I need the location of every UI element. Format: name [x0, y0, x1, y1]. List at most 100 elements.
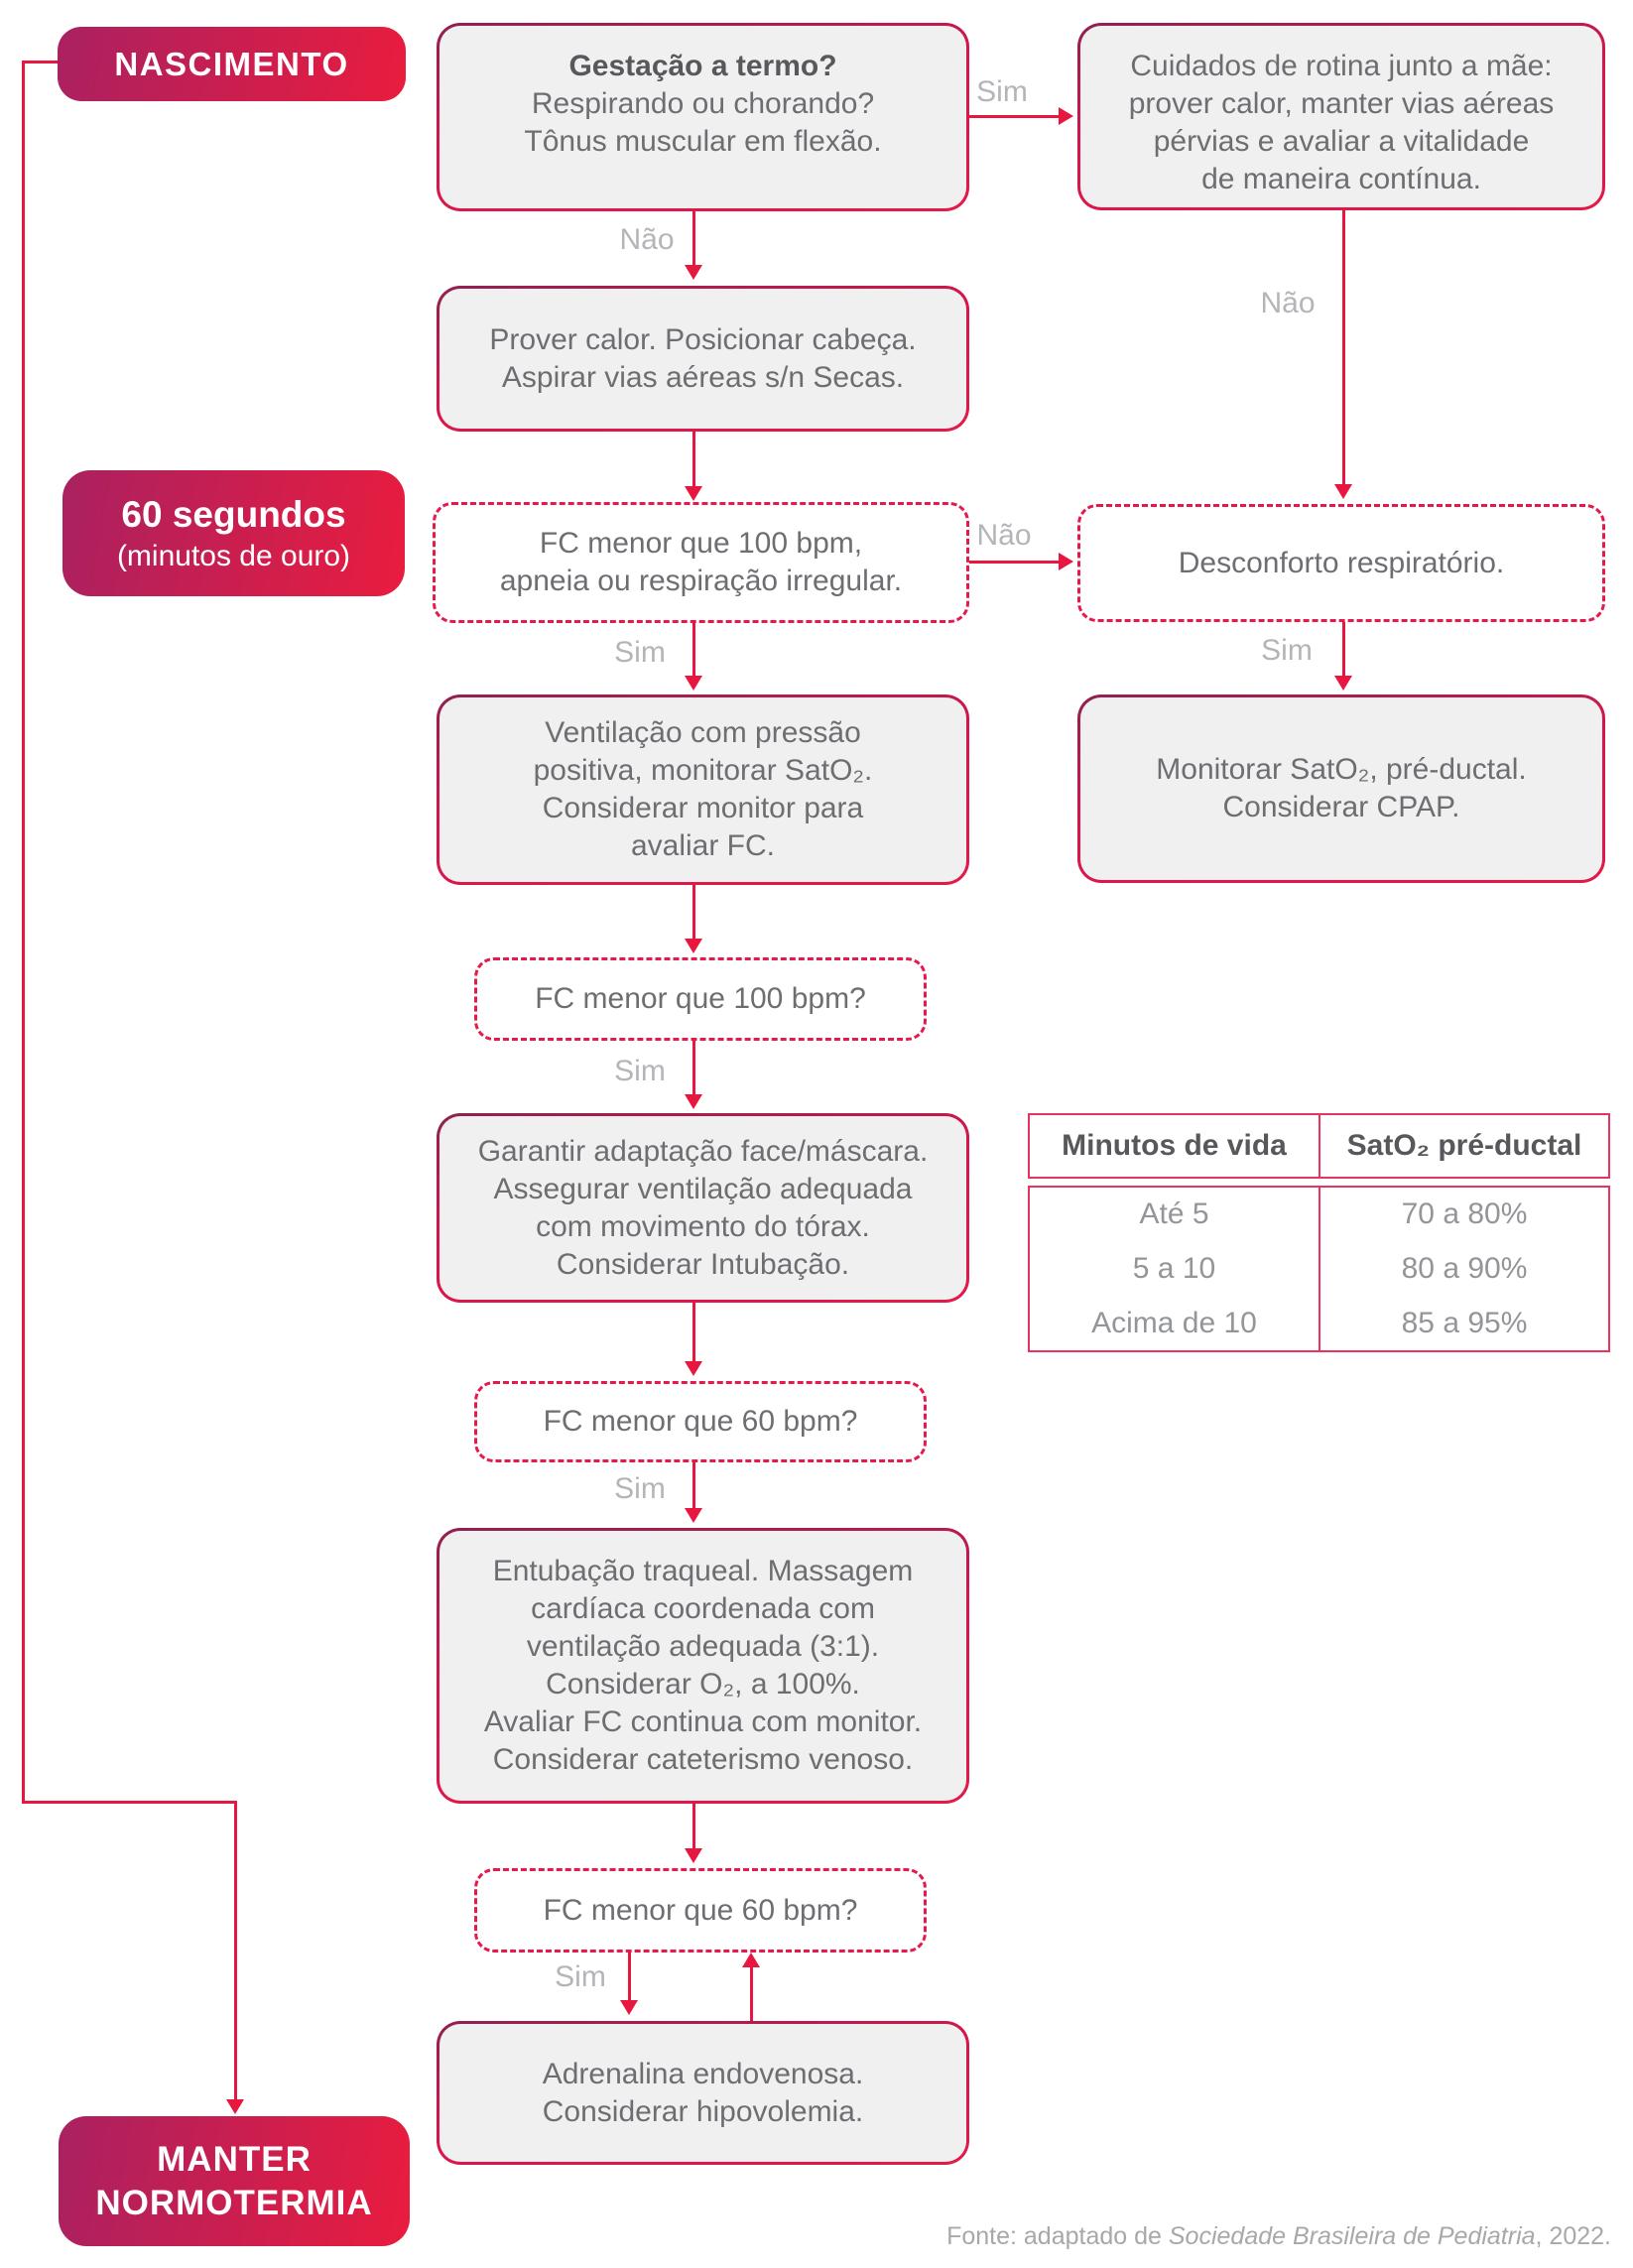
- arrow-down-icon: [685, 265, 702, 280]
- connector-entubacao-down: [692, 1804, 695, 1850]
- label-sim: Sim: [976, 75, 1028, 108]
- box-gestacao-title: Gestação a termo?: [568, 50, 837, 82]
- table-cell: Até 5: [1139, 1197, 1209, 1231]
- table-cell: 85 a 95%: [1401, 1306, 1528, 1339]
- box-garantir-line: com movimento do tórax.: [536, 1209, 870, 1243]
- box-garantir: Garantir adaptação face/máscara. Assegur…: [437, 1113, 969, 1303]
- box-garantir-line: Considerar Intubação.: [556, 1247, 850, 1281]
- arrow-right-icon: [1059, 553, 1073, 570]
- connector-to-manter: [234, 1801, 237, 2101]
- connector-adrenalina-up: [750, 1965, 753, 2021]
- badge-manter-normotermia: MANTER NORMOTERMIA: [59, 2116, 410, 2246]
- table-sato2-body: Até 5 5 a 10 Acima de 10 70 a 80% 80 a 9…: [1028, 1186, 1610, 1352]
- table-header-minutos: Minutos de vida: [1062, 1129, 1287, 1162]
- connector-left-stub: [22, 61, 60, 63]
- box-monitorar-line: Considerar CPAP.: [1222, 791, 1460, 823]
- box-prover-calor: Prover calor. Posicionar cabeça. Aspirar…: [437, 286, 969, 432]
- badge-nascimento-label: NASCIMENTO: [114, 45, 349, 82]
- box-entubacao-line: Entubação traqueal. Massagem: [492, 1555, 914, 1587]
- table-cell: 5 a 10: [1132, 1251, 1216, 1285]
- arrow-down-icon: [226, 2099, 244, 2114]
- label-nao: Não: [619, 223, 675, 256]
- arrow-down-icon: [685, 1361, 702, 1376]
- label-sim: Sim: [614, 1472, 666, 1505]
- arrow-down-icon: [685, 1094, 702, 1109]
- box-ventilacao-line: avaliar FC.: [630, 829, 776, 862]
- connector-desconforto-sim: [1342, 622, 1345, 678]
- label-sim: Sim: [555, 1960, 606, 1993]
- box-ventilacao-line: Ventilação com pressão: [545, 716, 861, 749]
- box-cuidados-rotina: Cuidados de rotina junto a mãe: prover c…: [1077, 23, 1605, 210]
- arrow-right-icon: [1059, 107, 1073, 125]
- arrow-down-icon: [685, 676, 702, 691]
- arrow-up-icon: [742, 1953, 760, 1967]
- badge-60-segundos-subtitle: (minutos de ouro): [116, 539, 351, 572]
- box-fc100-question-line: FC menor que 100 bpm?: [535, 982, 866, 1015]
- badge-nascimento: NASCIMENTO: [58, 27, 406, 101]
- box-garantir-line: Garantir adaptação face/máscara.: [477, 1134, 929, 1168]
- box-adrenalina: Adrenalina endovenosa. Considerar hipovo…: [437, 2021, 969, 2165]
- box-entubacao-line: cardíaca coordenada com: [531, 1592, 875, 1625]
- box-prover-line: Aspirar vias aéreas s/n Secas.: [501, 360, 905, 394]
- source-note-suffix: , 2022.: [1535, 2222, 1611, 2250]
- box-prover-line: Prover calor. Posicionar cabeça.: [489, 322, 917, 356]
- arrow-down-icon: [685, 1508, 702, 1523]
- arrow-down-icon: [1334, 484, 1352, 499]
- source-note-prefix: Fonte: adaptado de: [946, 2222, 1169, 2250]
- table-sato2-header: Minutos de vida SatO₂ pré-ductal: [1028, 1113, 1610, 1179]
- connector-ventilacao-down: [692, 885, 695, 941]
- box-ventilacao-line: Considerar monitor para: [542, 792, 864, 824]
- connector-fc100-nao: [969, 561, 1061, 564]
- box-cuidados-line: prover calor, manter vias aéreas: [1128, 87, 1555, 120]
- badge-manter-line1: MANTER: [157, 2139, 312, 2179]
- box-entubacao-line: Considerar O₂, a 100%.: [546, 1668, 860, 1701]
- box-entubacao-line: Considerar cateterismo venoso.: [492, 1743, 914, 1776]
- connector-left-vertical: [22, 61, 25, 1803]
- badge-manter-line2: NORMOTERMIA: [95, 2183, 373, 2222]
- box-desconforto: Desconforto respiratório.: [1077, 504, 1605, 622]
- box-cuidados-line: pérvias e avaliar a vitalidade: [1153, 125, 1530, 158]
- arrow-down-icon: [685, 1848, 702, 1863]
- box-fc100-irregular-line: FC menor que 100 bpm,: [539, 527, 863, 560]
- box-monitorar-line: Monitorar SatO₂, pré-ductal.: [1156, 753, 1527, 786]
- badge-60-segundos: 60 segundos (minutos de ouro): [63, 470, 405, 596]
- box-gestacao-line: Tônus muscular em flexão.: [524, 125, 882, 158]
- connector-fc60b-sim: [628, 1953, 631, 2002]
- connector-cuidados-nao: [1342, 210, 1345, 486]
- box-adrenalina-line: Considerar hipovolemia.: [542, 2094, 864, 2128]
- arrow-down-icon: [1334, 676, 1352, 691]
- box-entubacao: Entubação traqueal. Massagem cardíaca co…: [437, 1528, 969, 1804]
- label-nao: Não: [1260, 287, 1316, 319]
- box-desconforto-line: Desconforto respiratório.: [1178, 546, 1505, 579]
- connector-fc100-sim: [692, 620, 695, 678]
- box-ventilacao-line: positiva, monitorar SatO₂.: [533, 754, 873, 787]
- connector-garantir-down: [692, 1303, 695, 1363]
- box-fc60a-line: FC menor que 60 bpm?: [543, 1405, 858, 1438]
- connector-left-elbow: [22, 1801, 237, 1804]
- box-gestacao-line: Respirando ou chorando?: [531, 87, 875, 120]
- box-fc60-question-a: FC menor que 60 bpm?: [474, 1381, 927, 1462]
- box-monitorar: Monitorar SatO₂, pré-ductal. Considerar …: [1077, 694, 1605, 883]
- box-fc60-question-b: FC menor que 60 bpm?: [474, 1868, 927, 1953]
- box-fc100-irregular-line: apneia ou respiração irregular.: [499, 565, 903, 597]
- table-cell: 80 a 90%: [1401, 1251, 1528, 1285]
- box-ventilacao: Ventilação com pressão positiva, monitor…: [437, 694, 969, 885]
- box-garantir-line: Assegurar ventilação adequada: [493, 1172, 913, 1205]
- label-sim: Sim: [614, 636, 666, 669]
- connector-fc100q-sim: [692, 1041, 695, 1096]
- badge-60-segundos-title: 60 segundos: [121, 493, 346, 535]
- label-sim: Sim: [1261, 634, 1313, 667]
- box-fc60b-line: FC menor que 60 bpm?: [543, 1893, 858, 1927]
- label-sim: Sim: [614, 1055, 666, 1087]
- arrow-down-icon: [620, 2000, 638, 2015]
- arrow-down-icon: [685, 939, 702, 953]
- connector-gestacao-nao: [692, 211, 695, 267]
- table-cell: Acima de 10: [1091, 1306, 1257, 1339]
- label-nao: Não: [976, 519, 1032, 552]
- source-note-name: Sociedade Brasileira de Pediatria: [1168, 2222, 1536, 2250]
- table-cell: 70 a 80%: [1401, 1197, 1528, 1231]
- box-entubacao-line: ventilação adequada (3:1).: [526, 1630, 880, 1663]
- box-cuidados-line: Cuidados de rotina junto a mãe:: [1130, 50, 1553, 82]
- connector-fc60a-sim: [692, 1462, 695, 1510]
